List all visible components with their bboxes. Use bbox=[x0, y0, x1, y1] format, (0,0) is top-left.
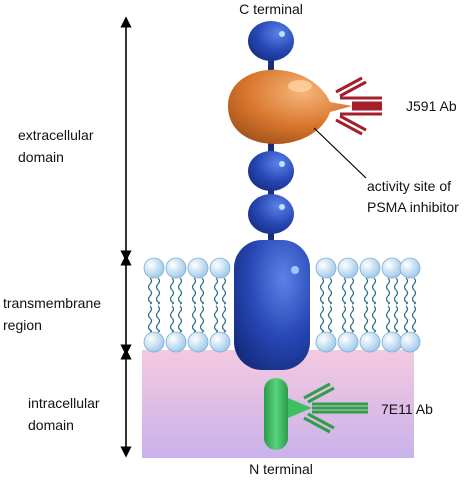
extracellular-label-2: domain bbox=[18, 149, 64, 165]
e7e11-antibody bbox=[303, 382, 368, 434]
lipid-tail bbox=[147, 305, 153, 333]
j591-label: J591 Ab bbox=[406, 98, 457, 114]
lipid-tail bbox=[341, 277, 347, 305]
lipid-head bbox=[165, 257, 187, 279]
lipid-tail bbox=[385, 305, 391, 333]
j591-antibody bbox=[335, 76, 382, 136]
lipid-tail bbox=[177, 277, 183, 305]
lipid-tail bbox=[213, 277, 219, 305]
intracellular-domain bbox=[264, 378, 288, 450]
bead-highlight bbox=[279, 31, 285, 37]
lipid-bilayer bbox=[143, 257, 421, 353]
lipid-head bbox=[315, 257, 337, 279]
intracellular-label: intracellular bbox=[28, 395, 100, 411]
lipid-tail bbox=[341, 305, 347, 333]
n-terminal-label: N terminal bbox=[249, 461, 313, 477]
lipid-tail bbox=[155, 277, 161, 305]
lipid-tail bbox=[155, 305, 161, 333]
lipid-head bbox=[399, 257, 421, 279]
lipid-tail bbox=[349, 277, 355, 305]
lipid-tail bbox=[411, 305, 417, 333]
lipid-tail bbox=[393, 305, 399, 333]
lipid-head bbox=[209, 257, 231, 279]
lipid-tail bbox=[319, 305, 325, 333]
lipid-tail bbox=[147, 277, 153, 305]
lipid-tail bbox=[199, 277, 205, 305]
transmembrane-highlight bbox=[291, 266, 299, 274]
activity-site-label: activity site of bbox=[367, 178, 451, 194]
lipid-head bbox=[187, 331, 209, 353]
lipid-head bbox=[187, 257, 209, 279]
lipid-head bbox=[337, 331, 359, 353]
activity-site-label-2: PSMA inhibitor bbox=[367, 199, 459, 215]
lipid-tail bbox=[169, 277, 175, 305]
c-terminal-label: C terminal bbox=[239, 1, 303, 17]
e7e11-label: 7E11 Ab bbox=[381, 401, 433, 417]
lipid-tail bbox=[371, 305, 377, 333]
lipid-tail bbox=[349, 305, 355, 333]
lipid-tail bbox=[371, 277, 377, 305]
lipid-head bbox=[399, 331, 421, 353]
bead-highlight bbox=[279, 204, 285, 210]
lipid-head bbox=[337, 257, 359, 279]
lipid-tail bbox=[191, 305, 197, 333]
transmembrane-label: transmembrane bbox=[3, 295, 101, 311]
transmembrane-domain bbox=[234, 240, 310, 370]
lipid-head bbox=[359, 257, 381, 279]
lipid-tail bbox=[177, 305, 183, 333]
middle-bead-1 bbox=[248, 151, 294, 191]
lipid-tail bbox=[169, 305, 175, 333]
middle-bead-2 bbox=[248, 194, 294, 234]
lipid-head bbox=[359, 331, 381, 353]
lipid-head bbox=[143, 331, 165, 353]
lipid-head bbox=[381, 331, 403, 353]
green-epitope bbox=[288, 398, 312, 418]
extracellular-label: extracellular bbox=[18, 127, 94, 143]
lipid-tail bbox=[191, 277, 197, 305]
transmembrane-label-2: region bbox=[3, 317, 42, 333]
lipid-tail bbox=[411, 277, 417, 305]
orange-highlight bbox=[288, 80, 312, 92]
lipid-tail bbox=[199, 305, 205, 333]
lipid-tail bbox=[393, 277, 399, 305]
bead-highlight bbox=[279, 161, 285, 167]
lipid-head bbox=[209, 331, 231, 353]
lipid-tail bbox=[327, 277, 333, 305]
lipid-tail bbox=[403, 277, 409, 305]
intracellular-label-2: domain bbox=[28, 417, 74, 433]
c-terminal-bead bbox=[248, 21, 294, 61]
lipid-tail bbox=[403, 305, 409, 333]
lipid-head bbox=[381, 257, 403, 279]
lipid-tail bbox=[363, 305, 369, 333]
lipid-tail bbox=[319, 277, 325, 305]
lipid-tail bbox=[221, 277, 227, 305]
orange-domain bbox=[228, 69, 352, 144]
protein-stalk bbox=[268, 40, 274, 260]
lipid-tail bbox=[385, 277, 391, 305]
lipid-tail bbox=[221, 305, 227, 333]
lipid-tail bbox=[363, 277, 369, 305]
lipid-head bbox=[165, 331, 187, 353]
lipid-tail bbox=[213, 305, 219, 333]
lipid-head bbox=[143, 257, 165, 279]
lipid-tail bbox=[327, 305, 333, 333]
activity-pointer bbox=[313, 127, 367, 179]
lipid-head bbox=[315, 331, 337, 353]
